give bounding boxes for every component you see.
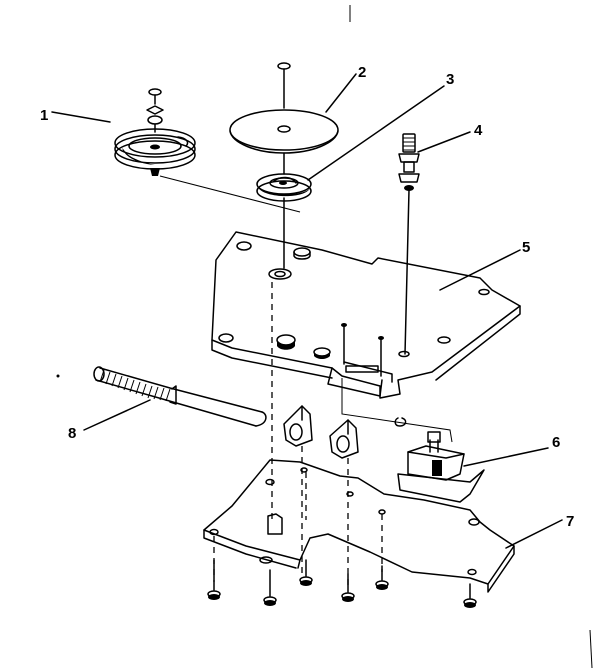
clip-right: [329, 419, 359, 459]
leader-4: [417, 131, 471, 153]
callout-2: 2: [358, 64, 366, 81]
leader-6: [463, 447, 549, 467]
callout-7: 7: [566, 513, 574, 530]
scan-mark: [589, 629, 593, 669]
part-8-shaft: [93, 366, 267, 427]
wire: [341, 378, 453, 443]
plate-screws: [341, 323, 384, 377]
leader-2: [325, 73, 357, 113]
callout-5: 5: [522, 239, 530, 256]
part-5-upper-plate: [211, 231, 521, 399]
part-6-switch: [397, 431, 485, 503]
part-3-gear: [256, 152, 312, 202]
callout-8: 8: [68, 425, 76, 442]
bottom-screws: [207, 559, 477, 608]
part-1-pulley: [114, 88, 196, 176]
callout-6: 6: [552, 434, 560, 451]
wire-clip: [394, 417, 407, 427]
washer: [146, 105, 164, 115]
belt-path-line: [159, 175, 301, 213]
leader-3: [307, 85, 445, 181]
leader-7: [505, 519, 563, 549]
clip-left: [283, 405, 313, 447]
part-2-disc: [229, 62, 339, 154]
leader-1: [51, 111, 111, 123]
part-7-lower-plate: [203, 459, 515, 593]
leader-5: [439, 249, 521, 291]
callout-3: 3: [446, 71, 454, 88]
screw-head: [148, 88, 162, 96]
part-4-stud: [398, 133, 420, 355]
callout-1: 1: [40, 107, 48, 124]
leader-8: [83, 399, 151, 431]
callout-4: 4: [474, 122, 483, 139]
